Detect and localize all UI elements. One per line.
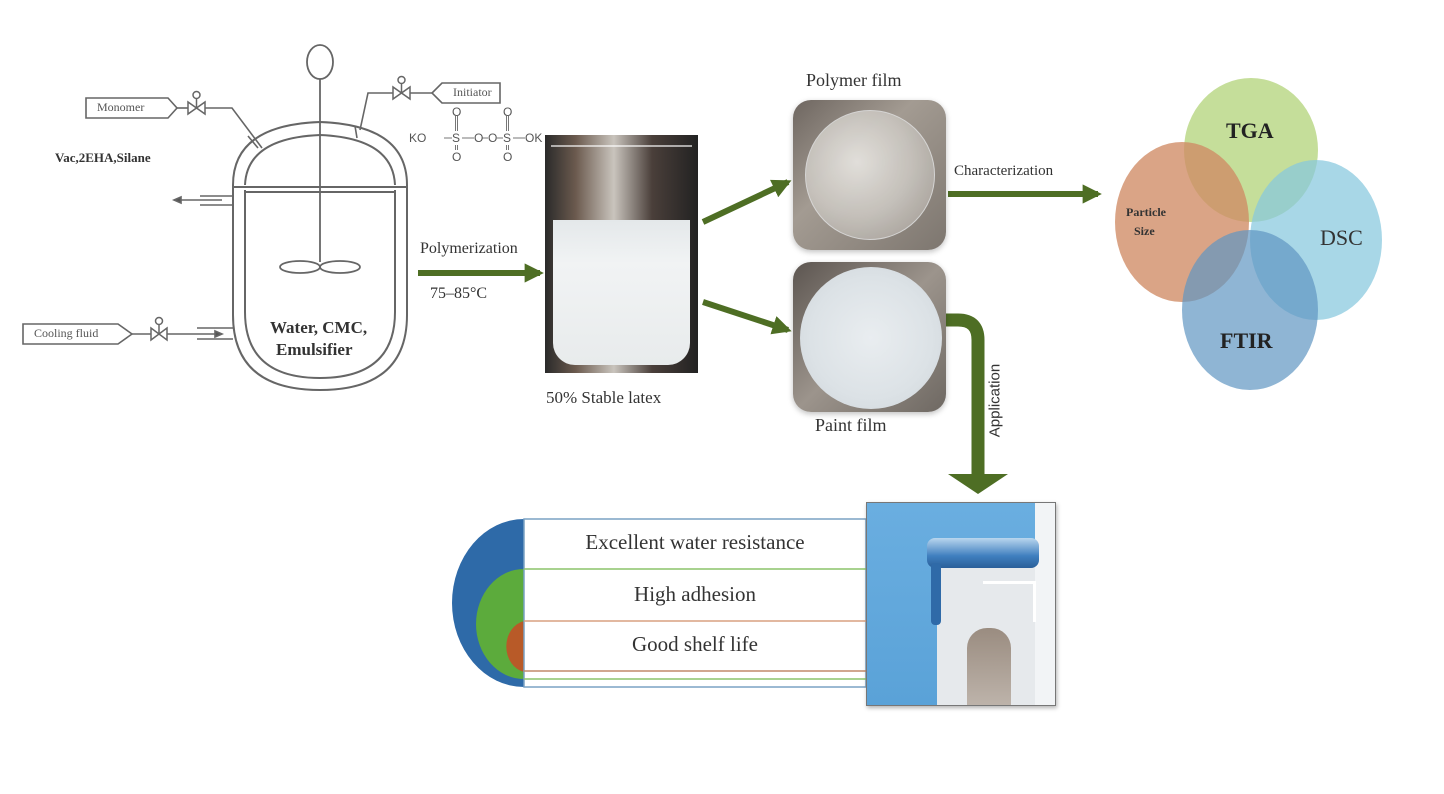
features-arcs bbox=[452, 519, 524, 687]
formula-o-bot1: O bbox=[452, 150, 462, 164]
feature-high-adhesion: High adhesion bbox=[634, 582, 756, 606]
venn-label-particle-line2: Size bbox=[1134, 224, 1155, 238]
venn-label-dsc: DSC bbox=[1320, 225, 1363, 250]
initiator-feed-line bbox=[354, 92, 432, 139]
process-arrows bbox=[418, 179, 1102, 335]
latex-beaker-photo bbox=[545, 135, 698, 373]
stirrer-motor bbox=[306, 44, 334, 80]
paint-film-photo bbox=[793, 262, 946, 412]
venn-label-tga: TGA bbox=[1226, 118, 1274, 143]
paint-film-label: Paint film bbox=[815, 415, 887, 435]
persulfate-bonds bbox=[444, 116, 525, 150]
formula-o2: O bbox=[488, 131, 498, 145]
venn-label-ftir: FTIR bbox=[1220, 328, 1273, 353]
roller-hand bbox=[967, 628, 1011, 705]
application-label: Application bbox=[986, 363, 1004, 438]
application-arrow-head bbox=[948, 474, 1008, 494]
feature-arc-shelf bbox=[506, 621, 524, 672]
roller-handle bbox=[983, 581, 1036, 622]
formula-s1: S bbox=[452, 131, 461, 145]
reactor-inner-wall bbox=[244, 190, 396, 380]
characterization-venn bbox=[1115, 78, 1382, 390]
monomer-tag-shape bbox=[85, 97, 179, 119]
formula-o-bot2: O bbox=[503, 150, 513, 164]
formula-o-top1: O bbox=[452, 105, 462, 119]
valve-icon bbox=[392, 75, 411, 101]
formula-o1: O bbox=[474, 131, 484, 145]
initiator-tag-shape bbox=[430, 82, 501, 104]
paint-roller-photo bbox=[866, 502, 1056, 706]
venn-ftir bbox=[1182, 230, 1318, 390]
monomer-label: Monomer bbox=[97, 100, 145, 114]
paint-film-disc bbox=[800, 267, 942, 409]
beaker-liquid bbox=[553, 220, 690, 365]
cooling-tag-shape bbox=[22, 323, 134, 345]
stirrer bbox=[279, 44, 361, 274]
reactor-contents-line2: Emulsifier bbox=[276, 340, 353, 359]
to-paint-film-arrow bbox=[702, 299, 792, 335]
roller-head bbox=[927, 538, 1039, 568]
reactor-contents-line1: Water, CMC, bbox=[270, 318, 368, 337]
polymer-film-disc bbox=[805, 110, 935, 240]
valve-icon bbox=[150, 316, 168, 342]
cooling-outlet bbox=[171, 195, 233, 206]
initiator-label: Initiator bbox=[453, 85, 492, 99]
application-arrow bbox=[945, 313, 985, 478]
beaker-rim bbox=[551, 145, 692, 147]
cooling-fluid-label: Cooling fluid bbox=[34, 326, 99, 340]
polymer-film-photo bbox=[793, 100, 946, 250]
valve-icon bbox=[187, 90, 206, 116]
temperature-label: 75–85°C bbox=[430, 285, 488, 302]
monomers-text: Vac,2EHA,Silane bbox=[55, 150, 151, 165]
formula-o-top2: O bbox=[503, 105, 513, 119]
polymerization-label: Polymerization bbox=[420, 240, 518, 257]
cooling-inlet bbox=[132, 327, 233, 340]
formula-ko: KO bbox=[409, 131, 427, 145]
polymer-film-label: Polymer film bbox=[806, 70, 902, 90]
reactor-jacket-outer bbox=[232, 185, 408, 392]
formula-s2: S bbox=[503, 131, 512, 145]
characterization-label: Characterization bbox=[954, 163, 1054, 179]
feature-water-resistance: Excellent water resistance bbox=[585, 530, 805, 554]
venn-label-particle-line1: Particle bbox=[1126, 205, 1166, 219]
formula-ok: OK bbox=[525, 131, 543, 145]
monomer-feed-line bbox=[177, 107, 263, 149]
feature-shelf-life: Good shelf life bbox=[632, 632, 758, 656]
latex-label: 50% Stable latex bbox=[546, 388, 662, 407]
roller-drip bbox=[931, 563, 941, 625]
to-polymer-film-arrow bbox=[701, 179, 792, 225]
